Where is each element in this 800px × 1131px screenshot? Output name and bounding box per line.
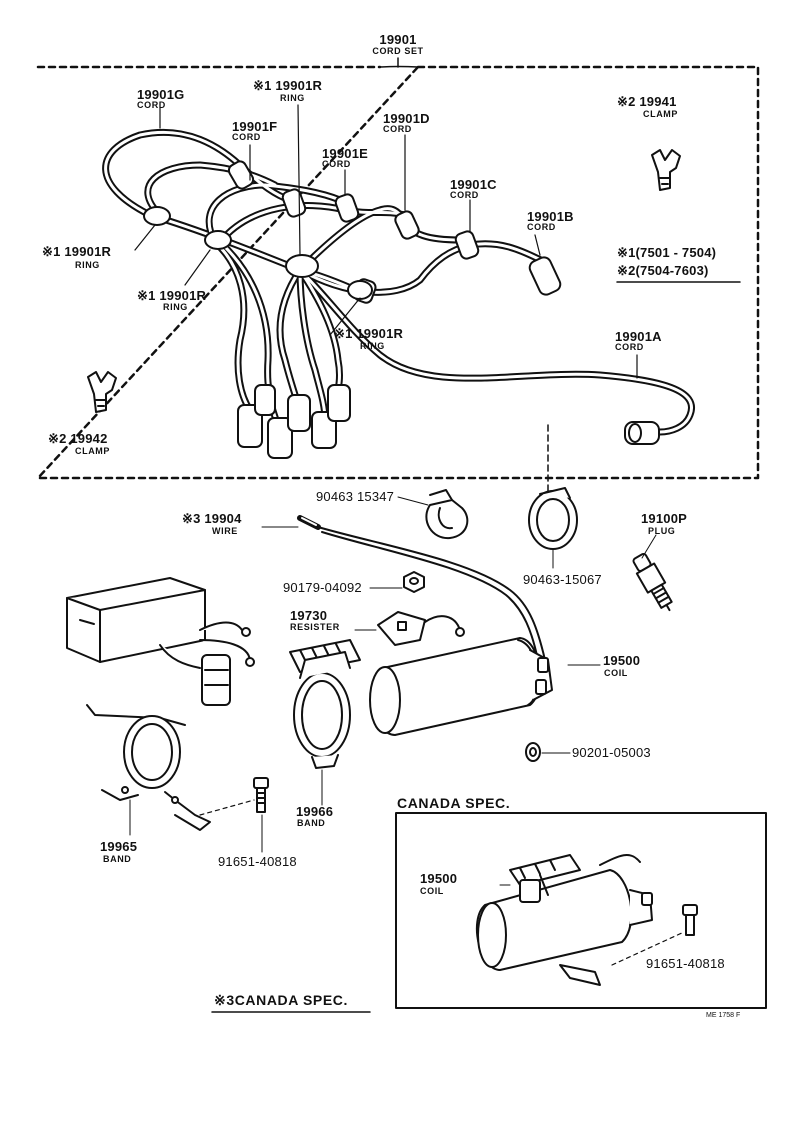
wire-label: ※3 19904: [182, 511, 242, 526]
cord-f-name: CORD: [232, 132, 261, 142]
washer: [525, 742, 571, 762]
nut: [369, 571, 425, 593]
ring-2-name: RING: [75, 260, 100, 270]
clip-90463-15347: [397, 489, 469, 540]
clip-a-number: 90463 15347: [316, 489, 395, 504]
cord-g-name: CORD: [137, 100, 166, 110]
band-19966-name: BAND: [297, 818, 326, 828]
ring-3-label: ※1 19901R: [137, 288, 207, 303]
igniter-box: [66, 577, 255, 706]
cord-set-number: 19901: [379, 32, 417, 47]
plug-name: PLUG: [648, 526, 676, 536]
cord-d-name: CORD: [383, 124, 412, 134]
resister-number: 19730: [290, 608, 328, 623]
cord-a-name: CORD: [615, 342, 644, 352]
band-19965-number: 19965: [100, 839, 138, 854]
nut-number: 90179-04092: [283, 580, 362, 595]
cord-a-number: 19901A: [615, 329, 662, 344]
clamp-19941-name: CLAMP: [643, 109, 678, 119]
distributor-boots: [237, 384, 351, 459]
coil-name: COIL: [604, 668, 628, 678]
canada-heading: CANADA SPEC.: [397, 795, 511, 811]
clamp-19941-label: ※2 19941: [617, 94, 677, 109]
ignition-coil: [289, 637, 601, 736]
coil-number: 19500: [603, 653, 641, 668]
ring-2-label: ※1 19901R: [42, 244, 112, 259]
ring-1-name: RING: [280, 93, 305, 103]
band-19965-name: BAND: [103, 854, 132, 864]
canada-coil-name: COIL: [420, 886, 444, 896]
ring-clips: [143, 206, 373, 300]
canada-coil-number: 19500: [420, 871, 458, 886]
clip-90463-15067: [528, 487, 578, 569]
cord-c-name: CORD: [450, 190, 479, 200]
cord-set-frame: [36, 57, 760, 480]
cord-set-name: CORD SET: [372, 46, 424, 56]
ring-1-label: ※1 19901R: [253, 78, 323, 93]
cord-c-number: 19901C: [450, 177, 497, 192]
bolt-number: 91651-40818: [218, 854, 297, 869]
canada-spec-panel: [395, 812, 767, 1009]
wire-name: WIRE: [212, 526, 238, 536]
band-19966-number: 19966: [296, 804, 334, 819]
reference-code: ME 1758 F: [706, 1012, 741, 1019]
legend-1: ※1(7501 - 7504): [617, 245, 717, 260]
clamp-19942-name: CLAMP: [75, 446, 110, 456]
footnote: ※3CANADA SPEC.: [214, 992, 348, 1008]
band-19965: [86, 704, 211, 836]
ring-4-label: ※1 19901R: [334, 326, 404, 341]
cord-d-number: 19901D: [383, 111, 430, 126]
clamp-19942: [87, 371, 117, 413]
cord-f-number: 19901F: [232, 119, 278, 134]
ignition-cords: [102, 128, 695, 436]
resister-name: RESISTER: [290, 622, 340, 632]
spark-plug: [632, 534, 673, 612]
cord-g-number: 19901G: [137, 87, 185, 102]
clip-b-number: 90463-15067: [523, 572, 602, 587]
bolt: [199, 777, 269, 853]
legend-2: ※2(7504-7603): [617, 263, 709, 278]
band-19966: [293, 651, 351, 806]
cord-e-number: 19901E: [322, 146, 369, 161]
cord-e-name: CORD: [322, 159, 351, 169]
ring-4-name: RING: [360, 341, 385, 351]
ring-3-name: RING: [163, 302, 188, 312]
clamp-19941: [651, 149, 681, 191]
cord-leaders: [134, 104, 638, 379]
plug-number: 19100P: [641, 511, 688, 526]
canada-bolt-number: 91651-40818: [646, 956, 725, 971]
cord-b-number: 19901B: [527, 209, 574, 224]
cord-b-name: CORD: [527, 222, 556, 232]
washer-number: 90201-05003: [572, 745, 651, 760]
resister: [354, 611, 465, 646]
clamp-19942-label: ※2 19942: [48, 431, 108, 446]
